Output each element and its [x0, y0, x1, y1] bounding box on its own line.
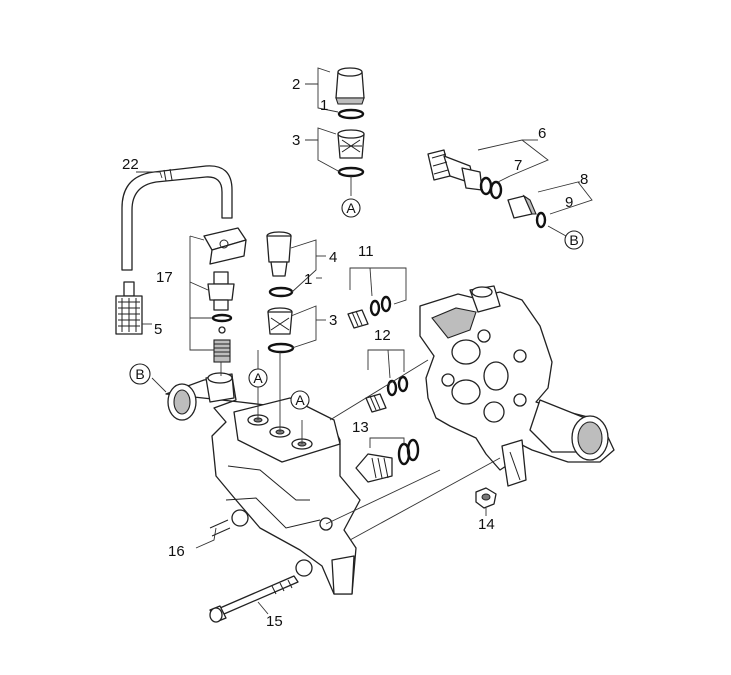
connector-a-right-label: A	[295, 392, 305, 408]
o-ring-part-7b	[489, 180, 503, 200]
callout-17: 17	[156, 269, 173, 286]
callout-7: 7	[514, 157, 522, 174]
connector-a-top	[341, 198, 361, 218]
o-ring-part-13b	[406, 438, 420, 462]
bracket-part-17	[203, 227, 247, 265]
o-ring-part-17a	[211, 313, 233, 323]
callout-16: 16	[168, 543, 185, 560]
spring-part-17	[213, 339, 231, 363]
connector-a-right	[290, 390, 310, 410]
connector-a-top-label: A	[346, 200, 356, 216]
callout-12: 12	[374, 327, 391, 344]
hose-part-22	[121, 165, 233, 271]
nipple-part-17	[207, 271, 235, 311]
pump-housing	[419, 285, 615, 487]
fitting-part-8	[507, 194, 537, 219]
callout-14: 14	[478, 516, 495, 533]
callout-6: 6	[538, 125, 546, 142]
connector-b-right-label: B	[569, 232, 578, 248]
callout-1-mid: 1	[304, 271, 312, 288]
cap-part-2	[335, 67, 365, 105]
o-ring-part-11b	[380, 295, 392, 313]
valve-part-3-top	[337, 129, 365, 159]
filter-part-5	[115, 281, 143, 335]
o-ring-part-11a	[369, 299, 381, 317]
callout-1-top: 1	[320, 97, 328, 114]
nut-part-14	[475, 487, 497, 509]
callout-3-mid: 3	[329, 312, 337, 329]
o-ring-part-12b	[397, 375, 409, 393]
valve-part-13	[355, 453, 393, 483]
bolt-part-15	[209, 575, 299, 623]
connector-b-left-label: B	[135, 366, 144, 382]
callout-22: 22	[122, 156, 139, 173]
callout-8: 8	[580, 171, 588, 188]
o-ring-part-1-top	[337, 108, 365, 120]
manifold-head	[165, 372, 361, 595]
valve-part-3-mid	[267, 307, 293, 335]
o-ring-part-3-top	[337, 166, 365, 178]
connector-a-left-label: A	[253, 370, 263, 386]
o-ring-part-1-mid	[268, 286, 294, 298]
connector-b-left	[129, 363, 151, 385]
piston-part-11	[347, 309, 369, 329]
callout-3-top: 3	[292, 132, 300, 149]
callout-2: 2	[292, 76, 300, 93]
o-ring-part-12a	[386, 379, 398, 397]
callout-9: 9	[565, 194, 573, 211]
o-ring-part-3-mid	[267, 342, 295, 354]
connector-a-left	[248, 368, 268, 388]
connector-b-right	[564, 230, 584, 250]
fitting-part-6	[427, 149, 483, 191]
callout-11: 11	[358, 243, 374, 260]
cap-part-4	[266, 231, 292, 277]
callout-15: 15	[266, 613, 283, 630]
ball-part-17	[218, 326, 226, 334]
callout-4: 4	[329, 249, 337, 266]
piston-part-12	[365, 393, 387, 413]
callout-13: 13	[352, 419, 369, 436]
callout-5: 5	[154, 321, 162, 338]
o-ring-part-9	[535, 211, 547, 229]
o-ring-part-7a	[479, 176, 493, 196]
